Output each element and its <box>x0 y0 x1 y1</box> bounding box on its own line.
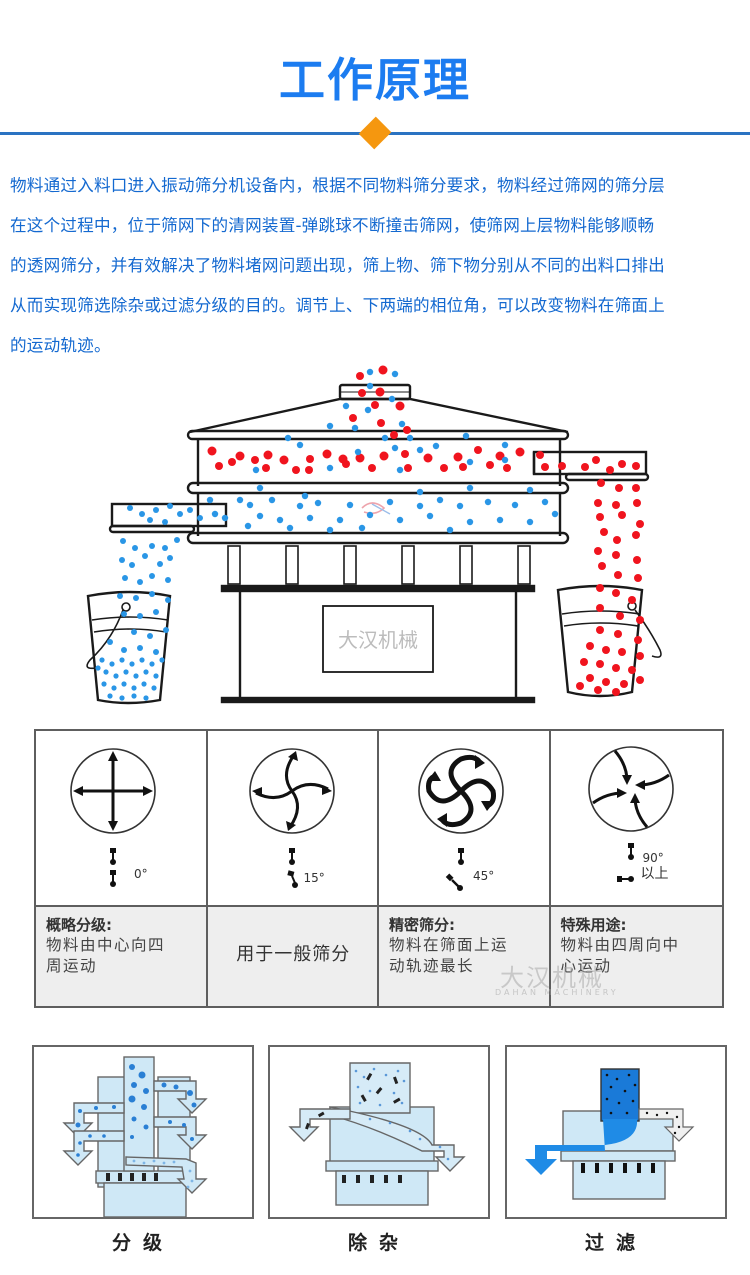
mode-desc-general-screening: 用于一般筛分 <box>207 907 379 1006</box>
mode-desc-line: 用于一般筛分 <box>236 944 351 965</box>
mode-desc-line: 物料由中心向四 <box>46 936 166 954</box>
phase-angle-label: 90° <box>642 851 664 865</box>
mode-desc-line: 心运动 <box>560 957 612 975</box>
mode-cell-0deg: 0° <box>36 731 208 907</box>
mode-desc-line: 周运动 <box>46 957 98 975</box>
nameplate-text: 大汉机械 <box>338 628 418 652</box>
radial-outward-arrows-icon <box>70 748 156 887</box>
intro-line: 物料通过入料口进入振动筛分机设备内，根据不同物料筛分要求，物料经过筛网的筛分层 <box>10 176 665 195</box>
mode-desc-line: 动轨迹最长 <box>389 957 475 975</box>
mode-cell-45deg: 45° <box>379 731 551 907</box>
intro-paragraph: 物料通过入料口进入振动筛分机设备内，根据不同物料筛分要求，物料经过筛网的筛分层 … <box>10 166 745 366</box>
vibrating-screen-illustration: 大汉机械 <box>86 365 662 705</box>
phase-angle-extra: 以上 <box>640 866 669 882</box>
mode-desc-precision-screening: 精密筛分: 物料在筛面上运 动轨迹最长 <box>379 907 551 1006</box>
mode-desc-line: 物料由四周向中 <box>560 936 680 954</box>
page-title: 工作原理 <box>279 53 471 107</box>
mode-cell-90deg: 90° 以上 <box>550 731 722 907</box>
mode-title: 精密筛分: <box>389 916 455 934</box>
filtering-diagram-icon <box>525 1068 695 1200</box>
mode-title: 特殊用途: <box>560 916 627 934</box>
application-grading-panel <box>32 1045 254 1219</box>
application-impurity-removal-panel <box>268 1045 490 1219</box>
phase-angle-label: 15° <box>303 871 325 885</box>
intro-line: 的透网筛分，并有效解决了物料堵网问题出现，筛上物、筛下物分别从不同的出料口排出 <box>10 256 665 275</box>
mode-desc-special-use: 特殊用途: 物料由四周向中 心运动 <box>550 907 722 1006</box>
intro-line: 的运动轨迹。 <box>10 336 111 355</box>
pinwheel-light-arrows-icon <box>248 748 335 888</box>
application-label-grading: 分级 <box>111 1232 174 1254</box>
impurity-removal-diagram-icon <box>288 1062 466 1206</box>
phase-angle-label: 0° <box>134 867 148 881</box>
mode-desc-line: 物料在筛面上运 <box>389 936 509 954</box>
motion-mode-table: 0° 15° <box>34 729 724 1008</box>
intro-line: 从而实现筛选除杂或过滤分级的目的。调节上、下两端的相位角，可以改变物料在筛面上 <box>10 296 665 315</box>
intro-line: 在这个过程中，位于筛网下的清网装置-弹跳球不断撞击筛网，使筛网上层物料能够顺畅 <box>10 216 655 235</box>
mode-title: 概略分级: <box>46 916 112 934</box>
pinwheel-heavy-arrows-icon <box>418 748 504 891</box>
mode-cell-15deg: 15° <box>207 731 379 907</box>
grading-diagram-icon <box>62 1056 208 1217</box>
application-label-filtering: 过滤 <box>584 1232 647 1254</box>
vibrating-screen-diagram: 大汉机械 <box>0 350 750 720</box>
application-filtering-panel <box>505 1045 727 1219</box>
application-label-impurity-removal: 除杂 <box>347 1232 410 1254</box>
radial-inward-arrows-icon <box>587 746 674 882</box>
phase-angle-label: 45° <box>473 869 495 883</box>
mode-desc-coarse-grading: 概略分级: 物料由中心向四 周运动 <box>36 907 208 1006</box>
diamond-ornament-icon <box>358 116 392 150</box>
